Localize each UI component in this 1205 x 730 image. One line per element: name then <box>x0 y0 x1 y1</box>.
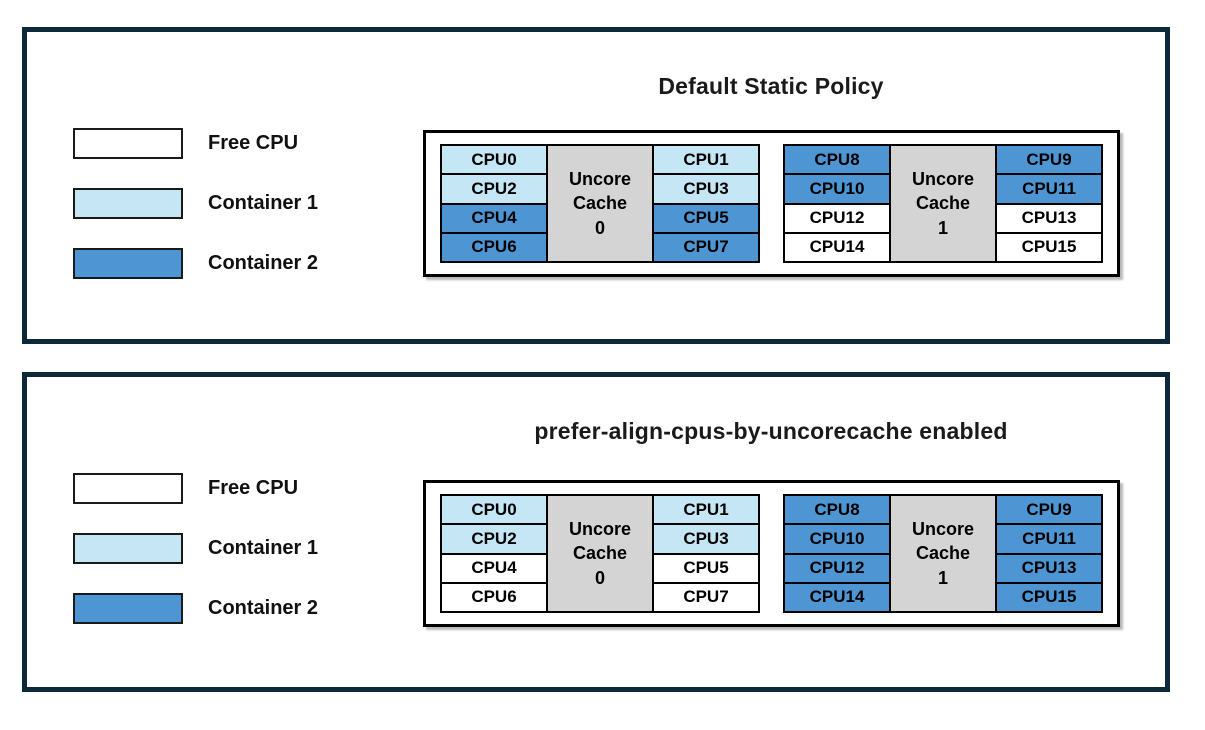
legend-label: Free CPU <box>208 132 299 154</box>
cpu-cell: CPU15 <box>995 581 1103 613</box>
uncore-cache-1-group: CPU8 CPU10 CPU12 CPU14 Uncore Cache 1 CP… <box>783 144 1103 263</box>
legend-swatch-free-cpu <box>73 473 183 504</box>
panel-prefer-align-cpus-by-uncorecache: prefer-align-cpus-by-uncorecache enabled… <box>22 372 1170 692</box>
uncore-cache-1-group: CPU8 CPU10 CPU12 CPU14 Uncore Cache 1 CP… <box>783 494 1103 613</box>
cpu-cell: CPU10 <box>783 173 891 205</box>
cpu-topology-diagram: CPU0 CPU2 CPU4 CPU6 Uncore Cache 0 CPU1 … <box>423 480 1120 627</box>
cpu-cell: CPU6 <box>440 581 548 613</box>
legend-item-free-cpu: Free CPU <box>73 473 318 504</box>
cpu-cell: CPU14 <box>783 231 891 263</box>
cpu-cell: CPU6 <box>440 231 548 263</box>
cpu-cell: CPU11 <box>995 523 1103 555</box>
legend-swatch-container-1 <box>73 533 183 564</box>
cpu-cell: CPU7 <box>652 581 760 613</box>
cpu-column-right: CPU9 CPU11 CPU13 CPU15 <box>995 144 1103 263</box>
page-title: Default Static Policy <box>658 73 884 99</box>
uncore-cache-0-box: Uncore Cache 0 <box>546 494 654 613</box>
uncore-cache-0-group: CPU0 CPU2 CPU4 CPU6 Uncore Cache 0 CPU1 … <box>440 144 760 263</box>
cpu-topology-diagram: CPU0 CPU2 CPU4 CPU6 Uncore Cache 0 CPU1 … <box>423 130 1120 277</box>
cpu-cell: CPU13 <box>995 552 1103 584</box>
legend-label: Free CPU <box>208 477 299 499</box>
cpu-cell: CPU1 <box>652 494 760 526</box>
legend-item-container-1: Container 1 <box>73 188 318 219</box>
cpu-column-left: CPU0 CPU2 CPU4 CPU6 <box>440 144 548 263</box>
cpu-column-left: CPU8 CPU10 CPU12 CPU14 <box>783 494 891 613</box>
cpu-cell: CPU13 <box>995 202 1103 234</box>
cpu-cell: CPU10 <box>783 523 891 555</box>
page-title: prefer-align-cpus-by-uncorecache enabled <box>534 418 1008 444</box>
cpu-cell: CPU2 <box>440 523 548 555</box>
uncore-cache-1-box: Uncore Cache 1 <box>889 494 997 613</box>
legend-swatch-free-cpu <box>73 128 183 159</box>
cpu-cell: CPU7 <box>652 231 760 263</box>
cpu-cell: CPU3 <box>652 523 760 555</box>
cpu-cell: CPU11 <box>995 173 1103 205</box>
cpu-cell: CPU5 <box>652 552 760 584</box>
uncore-cache-0-group: CPU0 CPU2 CPU4 CPU6 Uncore Cache 0 CPU1 … <box>440 494 760 613</box>
cpu-cell: CPU3 <box>652 173 760 205</box>
legend-item-container-2: Container 2 <box>73 248 318 279</box>
cpu-cell: CPU2 <box>440 173 548 205</box>
legend-swatch-container-2 <box>73 248 183 279</box>
legend: Free CPU Container 1 Container 2 <box>73 128 318 279</box>
legend-item-container-1: Container 1 <box>73 533 318 564</box>
cpu-cell: CPU5 <box>652 202 760 234</box>
cpu-column-left: CPU0 CPU2 CPU4 CPU6 <box>440 494 548 613</box>
cpu-cell: CPU4 <box>440 552 548 584</box>
panel-default-static-policy: Default Static Policy Free CPU Container… <box>22 27 1170 344</box>
uncore-cache-0-box: Uncore Cache 0 <box>546 144 654 263</box>
legend-item-container-2: Container 2 <box>73 593 318 624</box>
cpu-cell: CPU15 <box>995 231 1103 263</box>
cpu-cell: CPU12 <box>783 202 891 234</box>
cpu-cell: CPU14 <box>783 581 891 613</box>
cpu-cell: CPU8 <box>783 494 891 526</box>
cpu-column-right: CPU9 CPU11 CPU13 CPU15 <box>995 494 1103 613</box>
uncore-cache-1-box: Uncore Cache 1 <box>889 144 997 263</box>
cpu-column-right: CPU1 CPU3 CPU5 CPU7 <box>652 494 760 613</box>
legend-label: Container 1 <box>208 537 319 559</box>
cpu-cell: CPU1 <box>652 144 760 176</box>
cpu-cell: CPU9 <box>995 494 1103 526</box>
legend: Free CPU Container 1 Container 2 <box>73 473 318 624</box>
cpu-column-right: CPU1 CPU3 CPU5 CPU7 <box>652 144 760 263</box>
cpu-cell: CPU9 <box>995 144 1103 176</box>
cpu-cell: CPU0 <box>440 494 548 526</box>
cpu-column-left: CPU8 CPU10 CPU12 CPU14 <box>783 144 891 263</box>
legend-label: Container 2 <box>208 597 319 619</box>
cpu-cell: CPU0 <box>440 144 548 176</box>
legend-swatch-container-2 <box>73 593 183 624</box>
cpu-cell: CPU4 <box>440 202 548 234</box>
cpu-cell: CPU8 <box>783 144 891 176</box>
legend-item-free-cpu: Free CPU <box>73 128 318 159</box>
legend-label: Container 2 <box>208 252 319 274</box>
cpu-cell: CPU12 <box>783 552 891 584</box>
legend-label: Container 1 <box>208 192 319 214</box>
legend-swatch-container-1 <box>73 188 183 219</box>
